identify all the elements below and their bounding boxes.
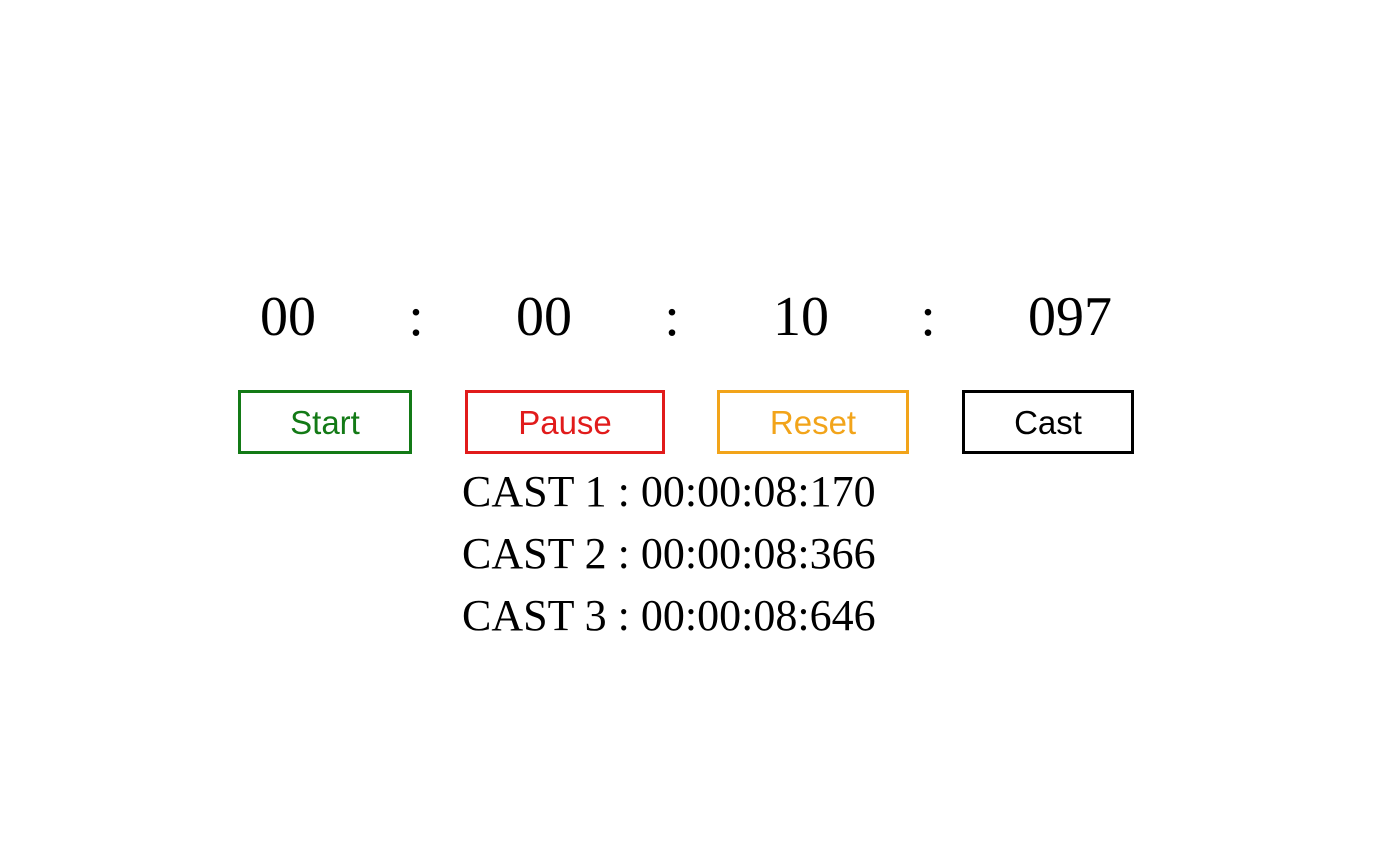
timer-minutes: 00 [516,286,572,348]
timer-separator: : [920,286,936,348]
timer-seconds: 10 [773,286,829,348]
timer-milliseconds: 097 [1028,286,1112,348]
cast-list: CAST 1 : 00:00:08:170 CAST 2 : 00:00:08:… [462,465,932,651]
start-button[interactable]: Start [238,390,412,454]
cast-button[interactable]: Cast [962,390,1134,454]
pause-button[interactable]: Pause [465,390,665,454]
reset-button[interactable]: Reset [717,390,909,454]
timer-separator: : [664,286,680,348]
timer-hours: 00 [260,286,316,348]
cast-entry: CAST 3 : 00:00:08:646 [462,591,876,640]
cast-entry: CAST 1 : 00:00:08:170 [462,467,876,516]
timer-separator: : [408,286,424,348]
cast-entry: CAST 2 : 00:00:08:366 [462,529,876,578]
